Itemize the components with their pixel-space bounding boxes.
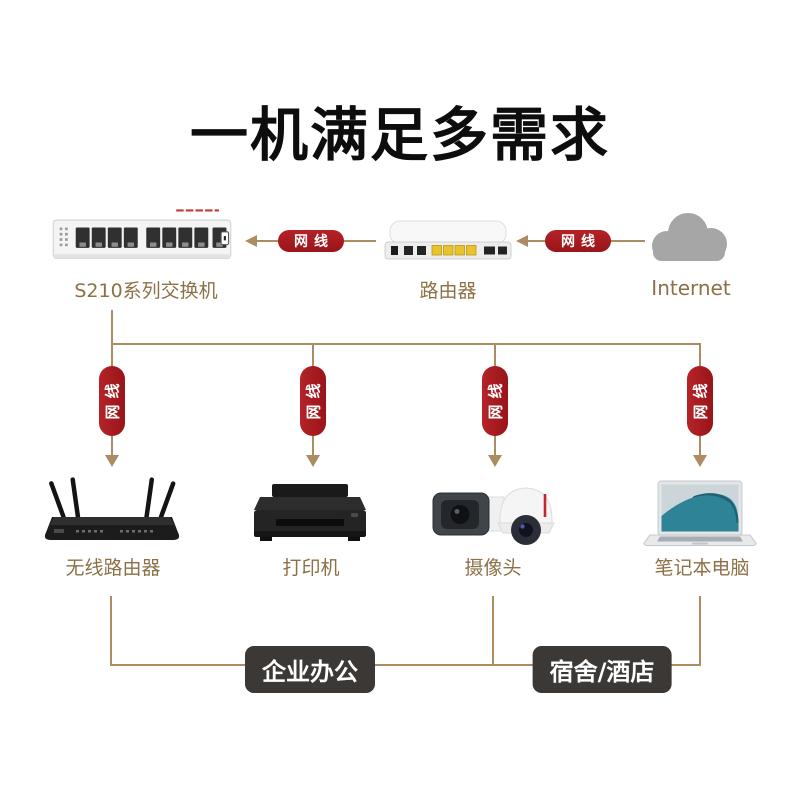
cable-badge: 网线 bbox=[278, 230, 344, 252]
page-title: 一机满足多需求 bbox=[189, 101, 610, 169]
router-label: 路由器 bbox=[419, 280, 477, 302]
internet-label: Internet bbox=[651, 276, 731, 300]
cable-badge: 网线 bbox=[687, 366, 713, 436]
connector-line bbox=[110, 596, 112, 666]
camera-label: 摄像头 bbox=[464, 557, 522, 579]
cable-badge-label: 网线 bbox=[103, 376, 122, 420]
connector-line bbox=[111, 310, 113, 344]
cable-badge-label: 网线 bbox=[294, 234, 334, 250]
printer-label: 打印机 bbox=[282, 557, 340, 579]
down-arrow-icon bbox=[306, 455, 320, 467]
switch-label: S210系列交换机 bbox=[74, 280, 218, 302]
group-badge-office: 企业办公 bbox=[245, 646, 375, 693]
arrow-left-icon bbox=[245, 235, 257, 247]
down-arrow-icon bbox=[105, 455, 119, 467]
arrow-left-icon bbox=[516, 235, 528, 247]
cable-badge: 网线 bbox=[545, 230, 611, 252]
group-badge-hotel: 宿舍/酒店 bbox=[532, 646, 672, 693]
connector-line bbox=[111, 343, 701, 345]
internet-cloud-icon bbox=[652, 213, 727, 261]
down-arrow-icon bbox=[488, 455, 502, 467]
down-arrow-icon bbox=[693, 455, 707, 467]
laptop-image bbox=[643, 480, 757, 546]
cable-badge-label: 网线 bbox=[561, 234, 601, 250]
switch-image bbox=[52, 209, 232, 260]
cable-badge: 网线 bbox=[482, 366, 508, 436]
cable-badge-label: 网线 bbox=[691, 376, 710, 420]
cable-badge-label: 网线 bbox=[304, 376, 323, 420]
router-image bbox=[384, 220, 512, 260]
laptop-label: 笔记本电脑 bbox=[654, 557, 750, 579]
camera-image bbox=[432, 487, 555, 545]
connector-line bbox=[699, 596, 701, 666]
cable-badge: 网线 bbox=[99, 366, 125, 436]
cable-badge: 网线 bbox=[300, 366, 326, 436]
wireless-router-label: 无线路由器 bbox=[65, 557, 161, 579]
cable-badge-label: 网线 bbox=[486, 376, 505, 420]
wireless-router-image bbox=[44, 477, 180, 540]
connector-line bbox=[492, 596, 494, 666]
printer-image bbox=[254, 484, 366, 541]
connector-line bbox=[110, 664, 701, 666]
